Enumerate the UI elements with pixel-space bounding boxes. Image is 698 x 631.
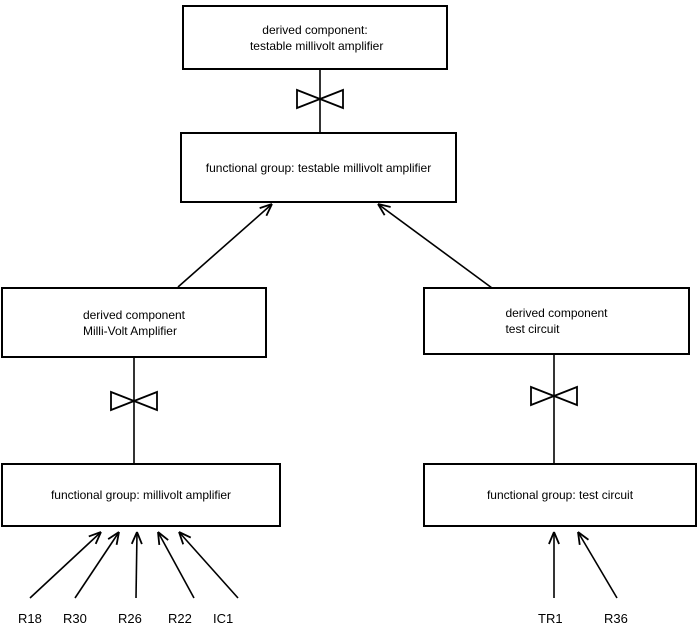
edge-part-r26 — [130, 531, 143, 599]
part-label-r26: R26 — [118, 611, 142, 626]
edge-derive-right — [530, 355, 578, 463]
edge-part-tr1 — [548, 531, 560, 598]
node-label: functional group: testable millivolt amp… — [205, 160, 432, 175]
node-fg-test-circuit[interactable]: functional group: test circuit — [423, 463, 697, 527]
part-label-r36: R36 — [604, 611, 628, 626]
node-derived-testable-mv-amp[interactable]: derived component: testable millivolt am… — [182, 5, 448, 70]
node-label: derived component Milli-Volt Amplifier — [82, 307, 186, 338]
edge-part-r22 — [157, 531, 195, 599]
edge-derive-left — [110, 358, 158, 463]
edge-part-r30 — [74, 531, 120, 599]
edge-aggregate-left — [177, 203, 273, 288]
node-label: functional group: test circuit — [486, 488, 634, 502]
node-fg-testable-mv-amp[interactable]: functional group: testable millivolt amp… — [180, 132, 457, 203]
node-fg-mv-amp[interactable]: functional group: millivolt amplifier — [1, 463, 281, 527]
edge-derive-top — [296, 70, 344, 132]
edge-part-ic1 — [178, 531, 239, 599]
node-label: functional group: millivolt amplifier — [50, 488, 232, 502]
edge-part-r36 — [577, 531, 618, 599]
node-derived-mv-amp[interactable]: derived component Milli-Volt Amplifier — [1, 287, 267, 358]
part-label-r18: R18 — [18, 611, 42, 626]
part-label-tr1: TR1 — [538, 611, 563, 626]
part-label-r30: R30 — [63, 611, 87, 626]
node-derived-test-circuit[interactable]: derived component test circuit — [423, 287, 690, 355]
part-label-r22: R22 — [168, 611, 192, 626]
edge-aggregate-right — [377, 203, 493, 289]
edge-part-r18 — [29, 531, 102, 599]
node-label: derived component: testable millivolt am… — [249, 22, 384, 53]
node-label: derived component test circuit — [505, 306, 608, 336]
part-label-ic1: IC1 — [213, 611, 234, 626]
